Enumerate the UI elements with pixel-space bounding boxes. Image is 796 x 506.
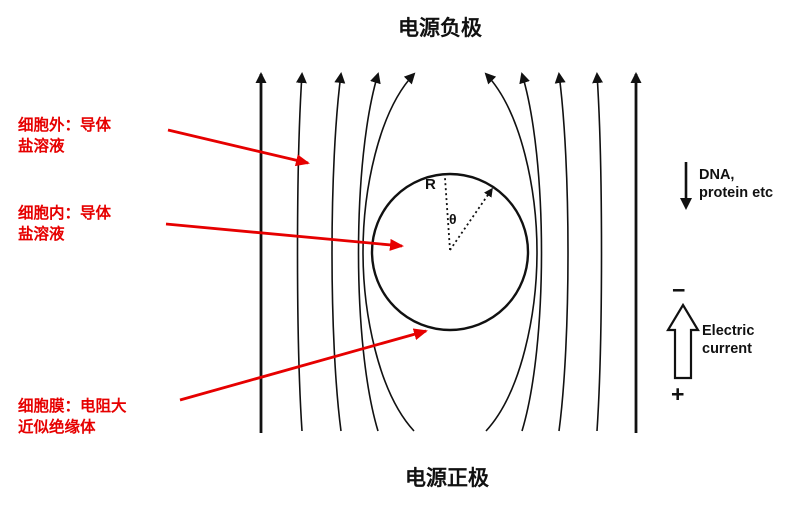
field-line bbox=[357, 72, 381, 432]
radius-line bbox=[444, 177, 451, 251]
dna-label: DNA, protein etc bbox=[699, 166, 773, 202]
membrane-arrow bbox=[179, 328, 428, 402]
electric-current-arrow-icon bbox=[666, 302, 700, 380]
field-line bbox=[554, 72, 569, 432]
inside-cell-arrow bbox=[165, 222, 404, 251]
inside-cell-line2: 盐溶液 bbox=[18, 226, 65, 243]
inside-cell-annotation: 细胞内：导体 盐溶液 bbox=[18, 203, 111, 245]
field-line bbox=[592, 72, 604, 432]
outside-cell-arrow bbox=[167, 128, 310, 167]
electric-current-line2: current bbox=[702, 341, 752, 357]
outside-cell-annotation: 细胞外：导体 盐溶液 bbox=[18, 115, 111, 157]
membrane-line2: 近似绝缘体 bbox=[18, 419, 96, 436]
membrane-line1: 细胞膜：电阻大 bbox=[18, 398, 127, 415]
field-line bbox=[484, 72, 538, 432]
field-line bbox=[362, 72, 416, 432]
cell-radius-lines bbox=[444, 177, 493, 251]
field-line bbox=[331, 72, 346, 432]
bottom-electrode-title: 电源正极 bbox=[405, 467, 489, 490]
outside-cell-line1: 细胞外：导体 bbox=[18, 117, 112, 134]
top-electrode-title: 电源负极 bbox=[398, 17, 482, 40]
plus-sign: + bbox=[671, 381, 685, 407]
electric-current-line1: Electric bbox=[702, 323, 755, 339]
electric-current-label: Electric current bbox=[702, 322, 754, 358]
minus-sign: − bbox=[672, 277, 686, 303]
field-lines bbox=[255, 72, 642, 433]
annotation-arrows bbox=[165, 128, 428, 402]
dna-label-line2: protein etc bbox=[699, 185, 774, 201]
angle-label: θ bbox=[449, 211, 457, 227]
radius-label: R bbox=[425, 176, 436, 193]
membrane-annotation: 细胞膜：电阻大 近似绝缘体 bbox=[18, 396, 127, 438]
theta-arrow bbox=[449, 187, 493, 251]
field-line bbox=[519, 72, 543, 432]
outside-cell-line2: 盐溶液 bbox=[18, 138, 65, 155]
field-line bbox=[295, 72, 307, 432]
inside-cell-line1: 细胞内：导体 bbox=[18, 205, 112, 222]
dna-label-line1: DNA, bbox=[699, 167, 735, 183]
dna-arrow-icon bbox=[680, 162, 692, 210]
cell-circle bbox=[370, 172, 530, 332]
